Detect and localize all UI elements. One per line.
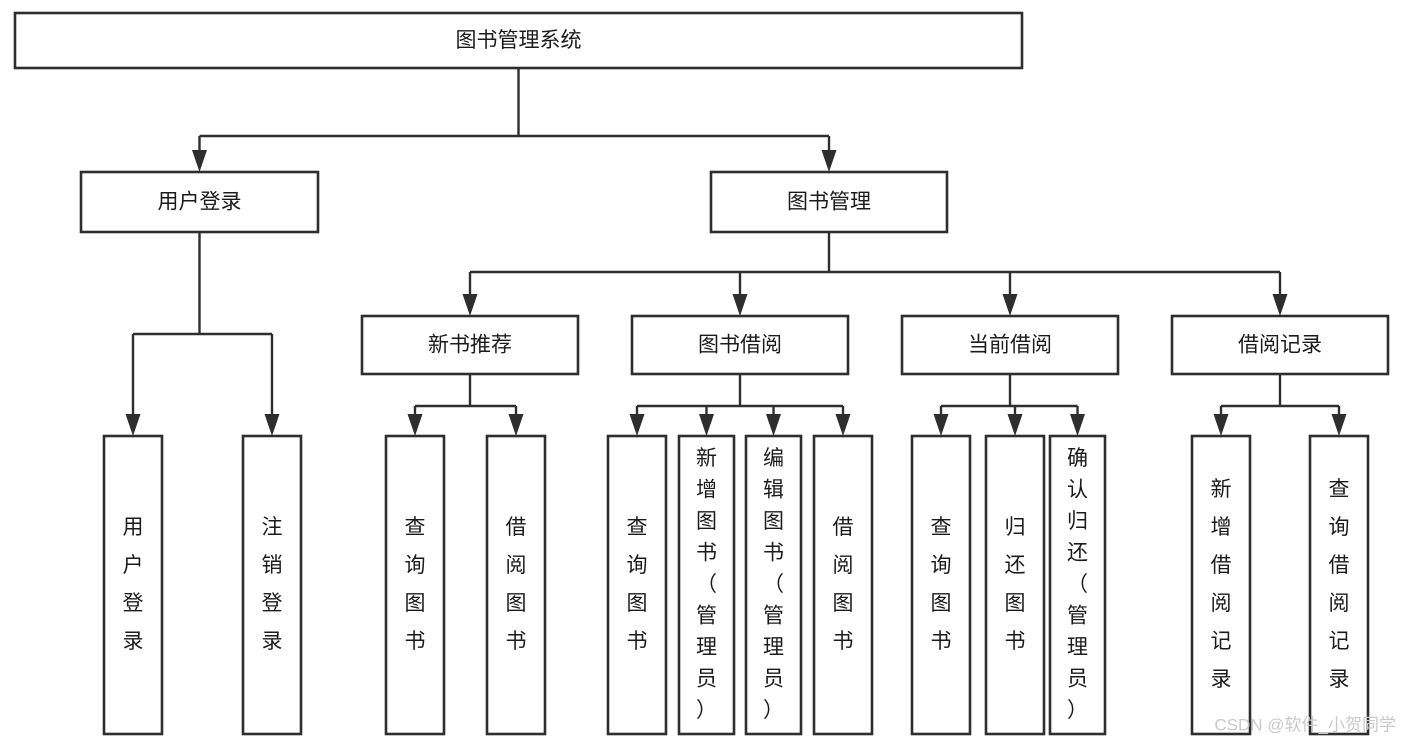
node-new-book-recommend-box[interactable]: [360, 314, 580, 376]
node-book-borrow[interactable]: 图书借阅: [630, 314, 850, 376]
node-book-management-label: 图书管理: [787, 191, 871, 214]
connector-to-current-borrow-arrowhead: [1002, 294, 1018, 316]
node-leaf-user-login-box[interactable]: [102, 434, 164, 736]
node-leaf-logout[interactable]: 注销登录: [241, 434, 303, 736]
node-leaf-user-login-label: 用户登录: [123, 516, 144, 653]
node-borrow-record-box[interactable]: [1170, 314, 1390, 376]
node-root-label: 图书管理系统: [456, 29, 582, 52]
node-leaf-add-book-admin-box[interactable]: [677, 434, 736, 736]
connector-to-borrow-record-arrowhead: [1272, 294, 1288, 316]
node-leaf-confirm-return-admin-label: 确认归还（管理员）: [1067, 446, 1088, 721]
node-leaf-query-borrow-record-box[interactable]: [1308, 434, 1370, 736]
csdn-watermark: CSDN @软件_小贺同学: [1214, 715, 1396, 734]
connector-to-leaf-query-book-rec-arrowhead: [407, 414, 423, 436]
connector-to-user-login-arrowhead: [192, 150, 207, 172]
node-leaf-query-book-borrow[interactable]: 查询图书: [606, 434, 668, 736]
node-leaf-confirm-return-admin[interactable]: 确认归还（管理员）: [1048, 434, 1107, 736]
connector-to-leaf-user-login-arrowhead: [125, 414, 141, 436]
connector-to-leaf-logout-arrowhead: [264, 414, 280, 436]
node-borrow-record-label: 借阅记录: [1238, 334, 1322, 357]
node-leaf-add-book-admin-label: 新增图书（管理员）: [696, 446, 717, 721]
node-leaf-edit-book-admin-box[interactable]: [744, 434, 803, 736]
node-leaf-borrow-book-rec[interactable]: 借阅图书: [485, 434, 547, 736]
node-leaf-query-borrow-record[interactable]: 查询借阅记录: [1308, 434, 1370, 736]
node-new-book-recommend-label: 新书推荐: [428, 334, 512, 357]
connector-to-leaf-return-book-arrowhead: [1007, 414, 1023, 436]
node-book-management-box[interactable]: [709, 170, 949, 234]
node-leaf-query-book-current-label: 查询图书: [931, 516, 952, 653]
connector-to-book-management-arrowhead: [821, 150, 837, 172]
node-leaf-confirm-return-admin-box[interactable]: [1048, 434, 1107, 736]
node-leaf-return-book-box[interactable]: [984, 434, 1046, 736]
node-leaf-borrow-book-rec-box[interactable]: [485, 434, 547, 736]
node-root-box[interactable]: [13, 11, 1024, 70]
node-borrow-record[interactable]: 借阅记录: [1170, 314, 1390, 376]
connector-to-leaf-add-book-admin-arrowhead: [699, 414, 714, 436]
connector-to-leaf-query-book-borrow-arrowhead: [629, 414, 645, 436]
node-user-login[interactable]: 用户登录: [79, 170, 320, 234]
node-leaf-add-borrow-record[interactable]: 新增借阅记录: [1190, 434, 1252, 736]
node-leaf-query-book-current[interactable]: 查询图书: [910, 434, 972, 736]
node-book-borrow-label: 图书借阅: [698, 334, 782, 357]
connector-to-leaf-add-borrow-record-arrowhead: [1213, 414, 1229, 436]
connector-to-book-borrow-arrowhead: [732, 294, 748, 316]
node-leaf-query-book-current-box[interactable]: [910, 434, 972, 736]
node-leaf-query-book-rec[interactable]: 查询图书: [384, 434, 446, 736]
node-leaf-add-borrow-record-box[interactable]: [1190, 434, 1252, 736]
node-root[interactable]: 图书管理系统: [13, 11, 1024, 70]
connector-to-leaf-confirm-return-admin-arrowhead: [1070, 414, 1085, 436]
node-leaf-query-book-rec-box[interactable]: [384, 434, 446, 736]
node-leaf-query-book-borrow-box[interactable]: [606, 434, 668, 736]
connector-layer: [125, 68, 1347, 436]
node-leaf-query-borrow-record-label: 查询借阅记录: [1329, 478, 1350, 691]
node-current-borrow-box[interactable]: [900, 314, 1120, 376]
connector-to-leaf-query-book-current-arrowhead: [933, 414, 949, 436]
node-leaf-query-book-borrow-label: 查询图书: [627, 516, 648, 653]
node-book-borrow-box[interactable]: [630, 314, 850, 376]
node-leaf-borrow-book-box[interactable]: [812, 434, 874, 736]
node-leaf-edit-book-admin[interactable]: 编辑图书（管理员）: [744, 434, 803, 736]
connector-to-leaf-borrow-book-arrowhead: [835, 414, 851, 436]
connector-to-leaf-query-borrow-record-arrowhead: [1331, 414, 1347, 436]
node-new-book-recommend[interactable]: 新书推荐: [360, 314, 580, 376]
node-leaf-return-book[interactable]: 归还图书: [984, 434, 1046, 736]
node-leaf-logout-box[interactable]: [241, 434, 303, 736]
node-leaf-user-login[interactable]: 用户登录: [102, 434, 164, 736]
node-book-management[interactable]: 图书管理: [709, 170, 949, 234]
node-layer: 图书管理系统用户登录图书管理新书推荐图书借阅当前借阅借阅记录用户登录注销登录查询…: [13, 11, 1390, 736]
node-current-borrow[interactable]: 当前借阅: [900, 314, 1120, 376]
connector-to-leaf-borrow-book-rec-arrowhead: [508, 414, 524, 436]
connector-to-leaf-edit-book-admin-arrowhead: [766, 414, 781, 436]
node-leaf-borrow-book[interactable]: 借阅图书: [812, 434, 874, 736]
node-user-login-box[interactable]: [79, 170, 320, 234]
node-leaf-return-book-label: 归还图书: [1005, 516, 1026, 653]
node-leaf-add-borrow-record-label: 新增借阅记录: [1211, 478, 1232, 691]
node-leaf-borrow-book-rec-label: 借阅图书: [506, 516, 527, 653]
node-leaf-add-book-admin[interactable]: 新增图书（管理员）: [677, 434, 736, 736]
node-leaf-query-book-rec-label: 查询图书: [405, 516, 426, 653]
node-current-borrow-label: 当前借阅: [968, 334, 1052, 357]
connector-to-new-book-recommend-arrowhead: [462, 294, 478, 316]
node-leaf-logout-label: 注销登录: [262, 516, 283, 653]
node-user-login-label: 用户登录: [158, 191, 242, 214]
node-leaf-borrow-book-label: 借阅图书: [833, 516, 854, 653]
node-leaf-edit-book-admin-label: 编辑图书（管理员）: [763, 446, 784, 721]
